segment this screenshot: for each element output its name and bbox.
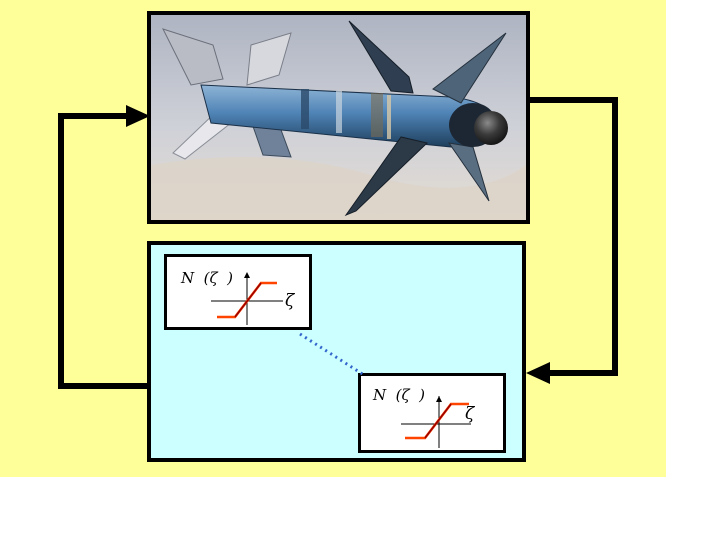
plant-block [147,11,530,224]
axis-arrow-icon [244,272,250,278]
missile-photo [151,15,526,220]
saturation-block-1: N (ζ ) ζ [164,254,312,330]
arrow-left-icon [526,362,550,384]
variable-label: ζ [465,404,475,424]
saturation-curve-graph [401,396,471,448]
feedback-path-right [526,97,618,376]
arrow-right-icon [126,105,150,127]
saturation-block-2: N (ζ ) ζ [358,373,506,453]
function-label: N (ζ ) [373,386,426,404]
dotted-link [299,332,365,377]
variable-label: ζ [285,291,295,311]
feedback-path-left [58,113,151,389]
axis-arrow-icon [436,396,442,402]
function-label: N (ζ ) [181,269,234,287]
saturation-curve-graph [211,272,283,325]
